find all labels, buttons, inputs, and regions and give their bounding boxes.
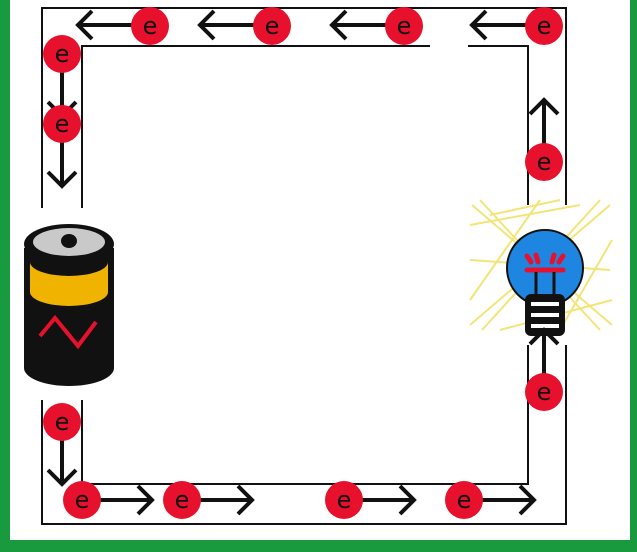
electron: e [385, 7, 423, 45]
electron: e [131, 7, 169, 45]
electron-label: e [75, 486, 90, 514]
electron: e [43, 105, 81, 143]
battery-body [24, 248, 114, 386]
battery-terminal [61, 234, 77, 248]
electron: e [43, 35, 81, 73]
electron-label: e [175, 486, 190, 514]
electron: e [525, 143, 563, 181]
electron: e [445, 481, 483, 519]
electron-label: e [457, 486, 472, 514]
electron-label: e [397, 12, 412, 40]
battery-icon [24, 224, 114, 386]
electron-label: e [537, 12, 552, 40]
electron: e [525, 7, 563, 45]
electron-label: e [537, 148, 552, 176]
electron: e [43, 403, 81, 441]
electron-label: e [537, 378, 552, 406]
electron: e [63, 481, 101, 519]
electron-label: e [265, 12, 280, 40]
frame-edge-bottom [0, 540, 637, 548]
electron-label: e [55, 40, 70, 68]
electron: e [525, 373, 563, 411]
electron-label: e [143, 12, 158, 40]
electron-label: e [55, 408, 70, 436]
electron-label: e [55, 110, 70, 138]
electron: e [325, 481, 363, 519]
electron: e [163, 481, 201, 519]
electron-label: e [337, 486, 352, 514]
electron: e [253, 7, 291, 45]
